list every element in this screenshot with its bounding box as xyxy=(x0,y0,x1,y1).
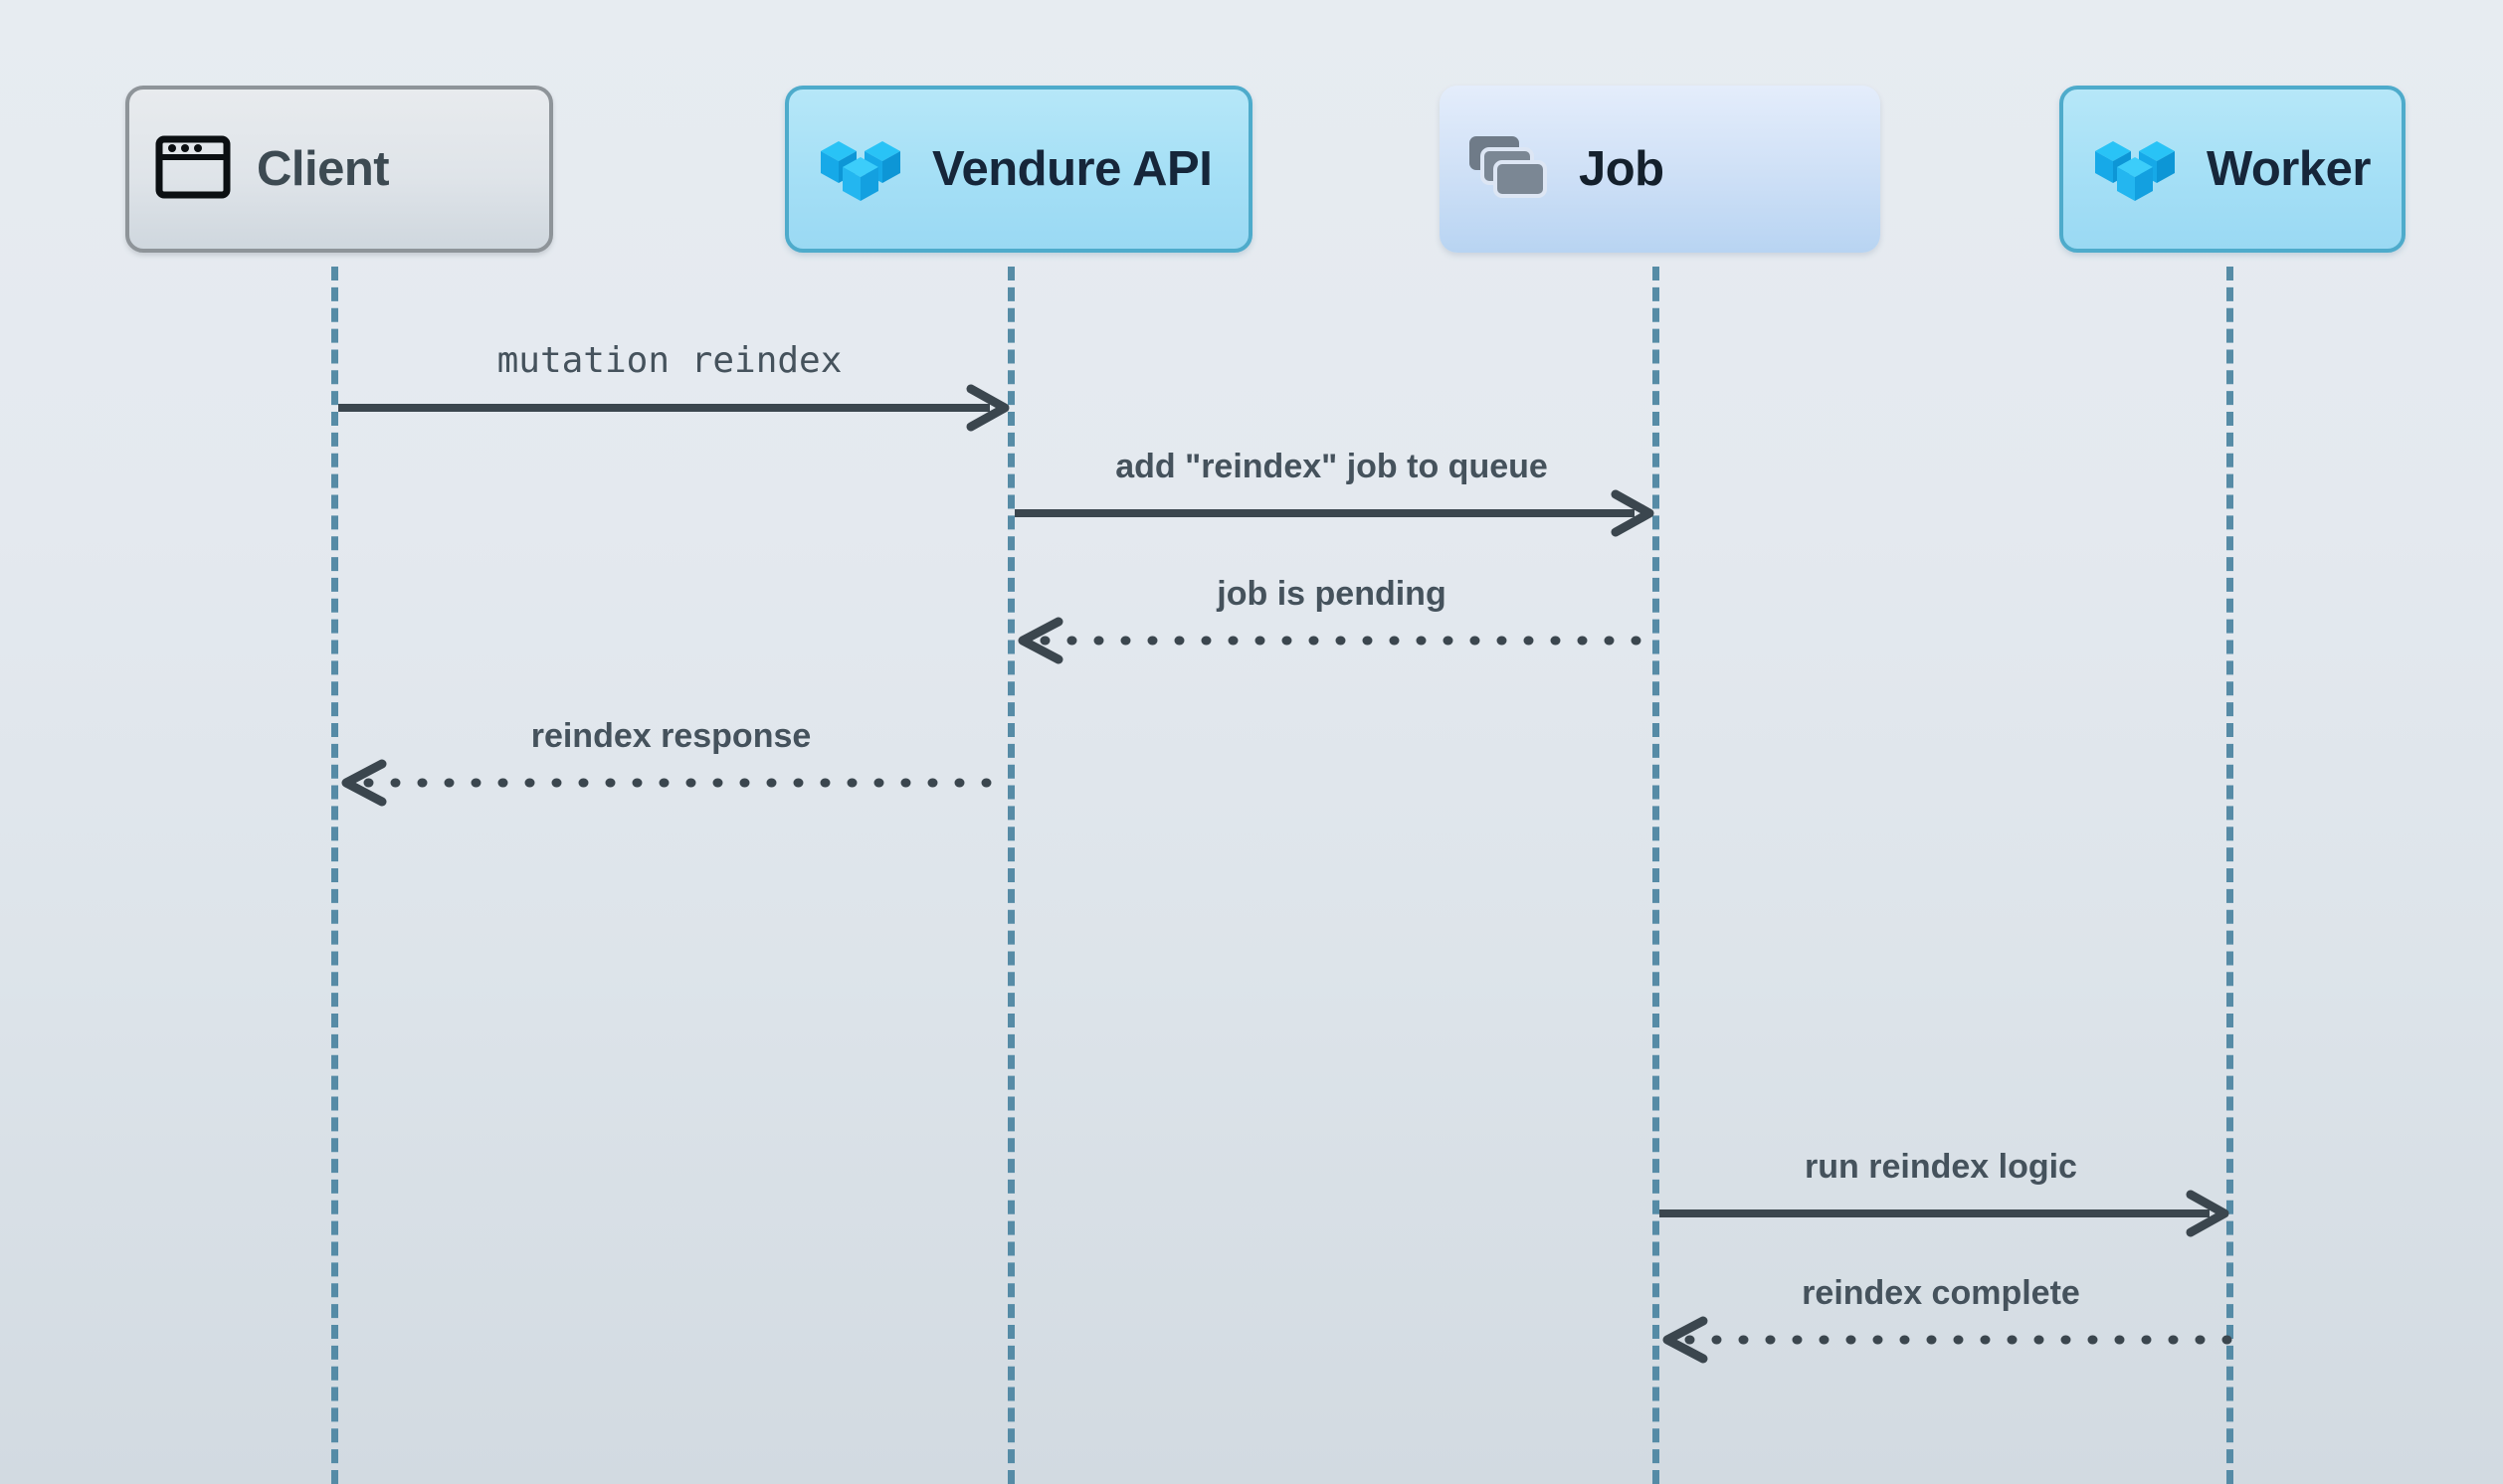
message-arrow-4 xyxy=(341,759,1015,807)
lifeline-job xyxy=(1652,267,1659,1484)
message-label-4: reindex response xyxy=(530,717,812,755)
participant-label-job: Job xyxy=(1579,142,1664,196)
message-label-1: mutation reindex xyxy=(496,340,843,381)
lifeline-vendure-api xyxy=(1008,267,1015,1484)
browser-window-icon xyxy=(155,133,231,206)
participant-label-vendure-api: Vendure API xyxy=(932,142,1213,196)
message-arrow-2 xyxy=(1015,489,1654,537)
message-label-2: add "reindex" job to queue xyxy=(1115,448,1548,485)
message-arrow-5 xyxy=(1659,1190,2229,1237)
participant-box-vendure-api[interactable]: Vendure API xyxy=(785,86,1252,253)
message-label-6: reindex complete xyxy=(1802,1274,2080,1312)
message-label-3: job is pending xyxy=(1217,575,1446,613)
participant-box-client[interactable]: Client xyxy=(125,86,553,253)
participant-label-client: Client xyxy=(257,142,390,196)
participant-label-worker: Worker xyxy=(2207,142,2371,196)
participant-box-worker[interactable]: Worker xyxy=(2059,86,2406,253)
message-arrow-6 xyxy=(1662,1316,2233,1364)
message-arrow-1 xyxy=(338,384,1010,432)
message-label-5: run reindex logic xyxy=(1805,1148,2077,1186)
lifeline-worker xyxy=(2226,267,2233,1484)
lifeline-client xyxy=(331,267,338,1484)
vendure-cubes-logo-icon xyxy=(2089,127,2181,212)
participant-box-job[interactable]: Job xyxy=(1440,86,1880,253)
vendure-cubes-logo-icon xyxy=(815,127,906,212)
stacked-cards-icon xyxy=(1465,130,1553,209)
message-arrow-3 xyxy=(1018,617,1661,664)
